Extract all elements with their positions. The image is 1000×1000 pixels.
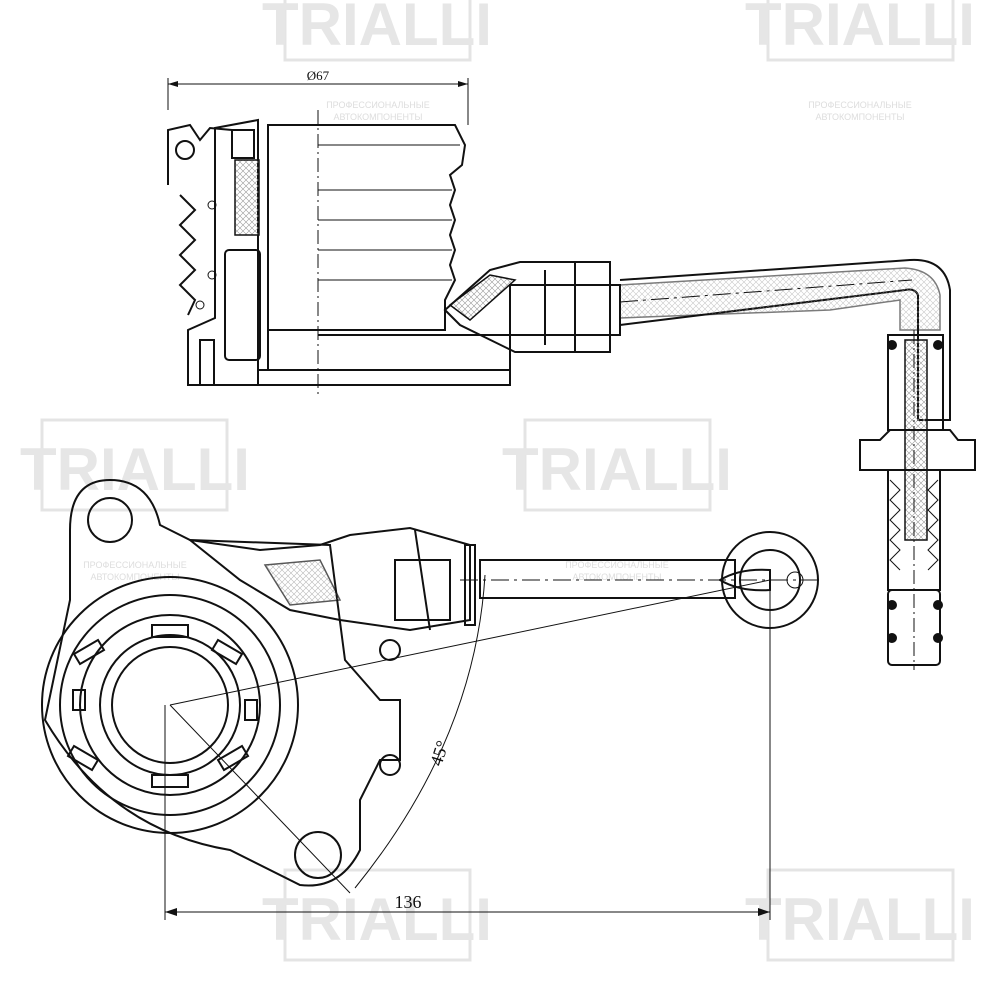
watermark-sub-line1: ПРОФЕССИОНАЛЬНЫЕ — [565, 560, 669, 570]
o-ring — [887, 340, 897, 350]
bearing-ring — [59, 594, 281, 816]
watermark-brand: TRIALLI — [262, 0, 492, 58]
front-view: 45° 136 — [41, 478, 820, 920]
angle-label: 45° — [426, 738, 453, 768]
watermark-brand: TRIALLI — [20, 436, 250, 503]
housing-outline — [43, 478, 401, 887]
arrow-head — [758, 908, 770, 916]
watermark-sub-line1: ПРОФЕССИОНАЛЬНЫЕ — [83, 560, 187, 570]
angle-arc — [354, 574, 486, 889]
watermark-sub-line1: ПРОФЕССИОНАЛЬНЫЕ — [326, 100, 430, 110]
watermark-top-right: TRIALLI — [745, 0, 975, 62]
mount-tab-hole — [379, 754, 401, 776]
watermark-bottom-left: TRIALLI — [262, 868, 492, 962]
mount-hole-top — [87, 497, 133, 543]
diameter-label: Ø67 — [307, 68, 330, 83]
hidden-ref — [169, 579, 771, 706]
port-housing — [443, 261, 611, 353]
watermark-mid-left: TRIALLI — [20, 418, 250, 512]
watermark-brand: TRIALLI — [745, 0, 975, 58]
angle-ref-line — [169, 704, 351, 894]
watermark-mid-center: TRIALLI — [502, 418, 732, 512]
port-hatch — [448, 274, 517, 321]
watermark-top-left: TRIALLI — [262, 0, 492, 62]
watermark-sub-line2: АВТОКОМПОНЕНТЫ — [572, 572, 661, 582]
bore — [111, 646, 229, 764]
housing-slot — [199, 339, 215, 386]
mount-hole-bottom — [294, 831, 342, 879]
pipe-centerline — [619, 279, 913, 303]
watermark-group: TRIALLI TRIALLI TRIALLI TRIALLI TRIALLI … — [20, 0, 975, 962]
arrow-head — [458, 81, 468, 87]
watermark-brand: TRIALLI — [745, 886, 975, 953]
rivet-dot — [207, 200, 217, 210]
o-ring — [933, 340, 943, 350]
section-view: Ø67 — [167, 68, 976, 670]
o-ring — [933, 600, 943, 610]
rivet-dot — [195, 300, 205, 310]
watermark-brand: TRIALLI — [262, 886, 492, 953]
watermark-brand: TRIALLI — [502, 436, 732, 503]
fitting-barb — [927, 479, 939, 571]
connector-flange — [464, 544, 476, 626]
port-connector — [509, 284, 621, 336]
clip-wire — [414, 529, 431, 631]
actuator-body — [186, 526, 471, 632]
rivet-dot — [207, 270, 217, 280]
outer-ring — [41, 576, 299, 834]
retaining-clip — [167, 123, 233, 185]
arrow-head — [168, 81, 178, 87]
actuator-hatch — [263, 559, 342, 606]
fitting-core — [904, 339, 928, 541]
o-ring — [887, 600, 897, 610]
piston-section — [224, 249, 261, 361]
mount-tab-hole — [379, 639, 401, 661]
fitting-barb — [889, 479, 901, 571]
spring-retainer — [231, 129, 255, 159]
length-label: 136 — [395, 892, 422, 912]
o-ring — [933, 633, 943, 643]
watermark-sub-line2: АВТОКОМПОНЕНТЫ — [333, 112, 422, 122]
watermark-sub-line2: АВТОКОМПОНЕНТЫ — [90, 572, 179, 582]
watermark-sub-line1: ПРОФЕССИОНАЛЬНЫЕ — [808, 100, 912, 110]
seal-section — [234, 159, 260, 236]
extension-pipe — [479, 559, 736, 599]
connector-block — [394, 559, 451, 621]
o-ring — [887, 633, 897, 643]
watermark-bottom-right: TRIALLI — [745, 868, 975, 962]
bellows-boot — [267, 124, 467, 331]
housing-base — [188, 334, 511, 386]
clip-eye — [175, 140, 195, 160]
arrow-head — [165, 908, 177, 916]
bearing-race — [79, 614, 261, 796]
watermark-sub-line2: АВТОКОМПОНЕНТЫ — [815, 112, 904, 122]
fitting-flange — [859, 429, 976, 471]
retainer-tabs — [66, 624, 258, 788]
return-spring — [178, 194, 197, 316]
